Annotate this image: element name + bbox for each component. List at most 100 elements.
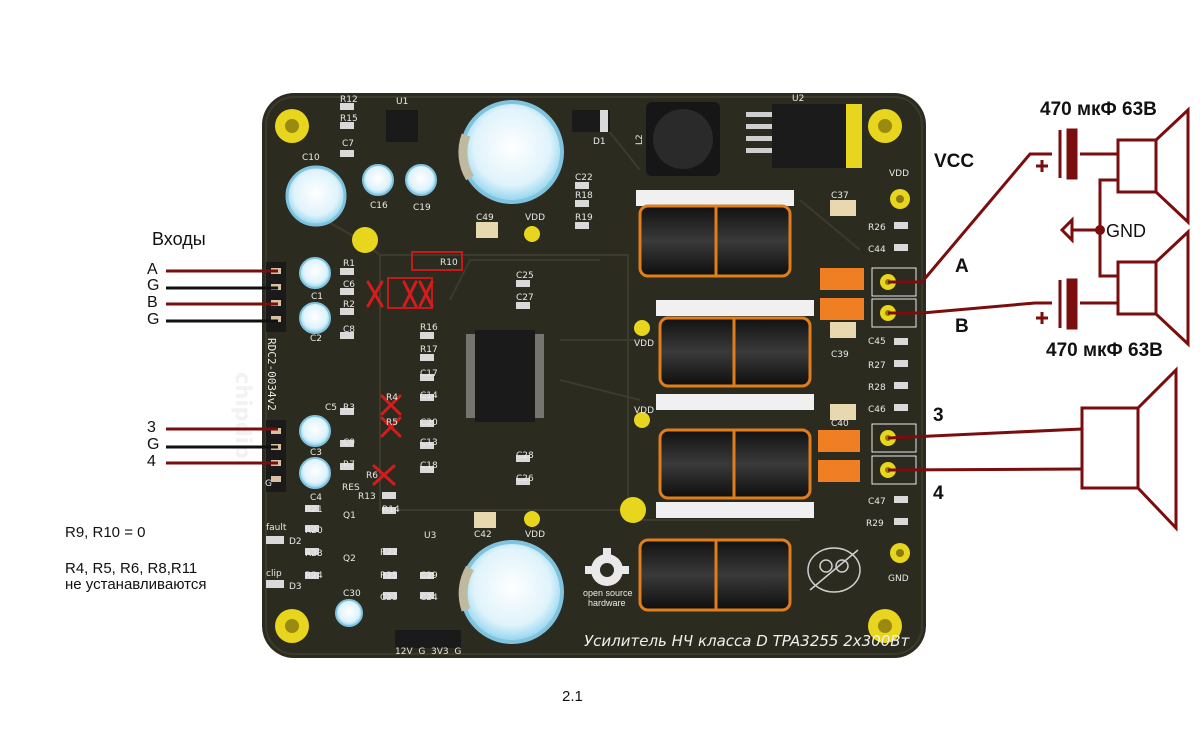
- svg-text:C27: C27: [516, 293, 534, 303]
- note-line2: R4, R5, R6, R8,R11: [65, 560, 198, 577]
- svg-text:VDD: VDD: [634, 339, 654, 349]
- svg-text:R17: R17: [420, 345, 438, 355]
- svg-text:C18: C18: [420, 461, 438, 471]
- svg-text:R23: R23: [305, 549, 323, 559]
- svg-text:RES: RES: [342, 483, 360, 493]
- svg-text:clip: clip: [266, 569, 282, 579]
- output-b-label: B: [955, 316, 969, 337]
- svg-text:U1: U1: [396, 97, 408, 107]
- svg-text:C46: C46: [868, 405, 886, 415]
- svg-text:R25: R25: [380, 571, 398, 581]
- svg-text:fault: fault: [266, 523, 287, 533]
- svg-text:C47: C47: [868, 497, 886, 507]
- svg-text:R20: R20: [305, 526, 323, 536]
- svg-text:R16: R16: [420, 323, 438, 333]
- svg-text:C40: C40: [831, 419, 849, 429]
- svg-text:VDD: VDD: [634, 406, 654, 416]
- svg-text:C4: C4: [310, 493, 322, 503]
- svg-text:C7: C7: [342, 139, 354, 149]
- svg-text:D3: D3: [289, 582, 302, 592]
- gnd-label: GND: [1106, 221, 1146, 241]
- svg-text:D1: D1: [593, 137, 606, 147]
- board-title: Усилитель НЧ класса D TPA3255 2x300Вт: [584, 632, 910, 650]
- svg-text:R10: R10: [440, 258, 458, 268]
- svg-text:C8: C8: [343, 325, 355, 335]
- svg-text:R6: R6: [366, 471, 378, 481]
- svg-text:Q1: Q1: [343, 511, 356, 521]
- osh-line2: hardware: [588, 598, 626, 608]
- svg-text:C28: C28: [516, 451, 534, 461]
- svg-text:C5: C5: [325, 403, 337, 413]
- cap-top-label: 470 мкФ 63В: [1040, 99, 1157, 120]
- osh-line1: open source: [583, 588, 633, 598]
- svg-text:C42: C42: [474, 530, 492, 540]
- input-pin-g3: G: [147, 436, 160, 453]
- svg-text:C19: C19: [413, 203, 431, 213]
- inputs-title: Входы: [152, 229, 206, 249]
- figure-number: 2.1: [562, 688, 583, 705]
- svg-text:R24: R24: [305, 571, 323, 581]
- svg-text:R1: R1: [343, 259, 355, 269]
- svg-text:C26: C26: [516, 474, 534, 484]
- svg-text:L2: L2: [635, 134, 645, 145]
- svg-text:R15: R15: [340, 114, 358, 124]
- output-3-label: 3: [933, 405, 944, 426]
- svg-text:Q2: Q2: [343, 554, 356, 564]
- input-pin-a: A: [147, 261, 158, 278]
- output-4-label: 4: [933, 483, 944, 504]
- svg-text:C17: C17: [420, 369, 438, 379]
- svg-text:R28: R28: [868, 383, 886, 393]
- svg-text:C16: C16: [370, 201, 388, 211]
- svg-text:C22: C22: [575, 173, 593, 183]
- svg-text:R27: R27: [868, 361, 886, 371]
- svg-text:R2: R2: [343, 300, 355, 310]
- svg-text:R3: R3: [343, 403, 355, 413]
- svg-text:R4: R4: [386, 393, 398, 403]
- svg-text:R7: R7: [343, 460, 355, 470]
- svg-text:R19: R19: [575, 213, 593, 223]
- output-a-label: A: [955, 256, 969, 277]
- svg-text:R21: R21: [305, 505, 323, 515]
- svg-text:U3: U3: [424, 531, 436, 541]
- svg-text:R12: R12: [340, 95, 358, 105]
- svg-text:C1: C1: [311, 292, 323, 302]
- svg-text:R14: R14: [382, 505, 400, 515]
- cap-bottom-label: 470 мкФ 63В: [1046, 340, 1163, 361]
- svg-text:R22: R22: [380, 548, 398, 558]
- svg-text:C13: C13: [420, 438, 438, 448]
- svg-text:C37: C37: [831, 191, 849, 201]
- svg-text:C6: C6: [343, 280, 355, 290]
- svg-text:R13: R13: [358, 492, 376, 502]
- svg-text:R29: R29: [866, 519, 884, 529]
- svg-text:U2: U2: [792, 94, 804, 104]
- svg-text:GND: GND: [888, 574, 909, 584]
- svg-text:R18: R18: [575, 191, 593, 201]
- svg-text:VDD: VDD: [525, 530, 545, 540]
- svg-text:C30: C30: [343, 589, 361, 599]
- svg-text:C45: C45: [868, 337, 886, 347]
- input-pin-b: B: [147, 294, 158, 311]
- input-pin-4: 4: [147, 453, 156, 470]
- note-line3: не устанавливаются: [65, 576, 207, 593]
- svg-text:C10: C10: [302, 153, 320, 163]
- svg-text:C44: C44: [868, 245, 886, 255]
- svg-text:C29: C29: [420, 571, 438, 581]
- svg-text:VDD: VDD: [525, 213, 545, 223]
- svg-text:C20: C20: [420, 418, 438, 428]
- svg-text:VDD: VDD: [889, 169, 909, 179]
- svg-text:C49: C49: [476, 213, 494, 223]
- header-pins-label: 12V G 3V3 G: [395, 647, 462, 657]
- svg-text:R5: R5: [386, 418, 398, 428]
- svg-text:C23: C23: [380, 593, 398, 603]
- svg-text:R26: R26: [868, 223, 886, 233]
- svg-text:G: G: [265, 479, 272, 489]
- note-line1: R9, R10 = 0: [65, 524, 146, 541]
- vcc-label: VCC: [934, 151, 975, 172]
- input-pin-g2: G: [147, 311, 160, 328]
- svg-text:D2: D2: [289, 537, 302, 547]
- svg-text:C3: C3: [310, 448, 322, 458]
- input-pin-g1: G: [147, 277, 160, 294]
- svg-text:C24: C24: [420, 593, 438, 603]
